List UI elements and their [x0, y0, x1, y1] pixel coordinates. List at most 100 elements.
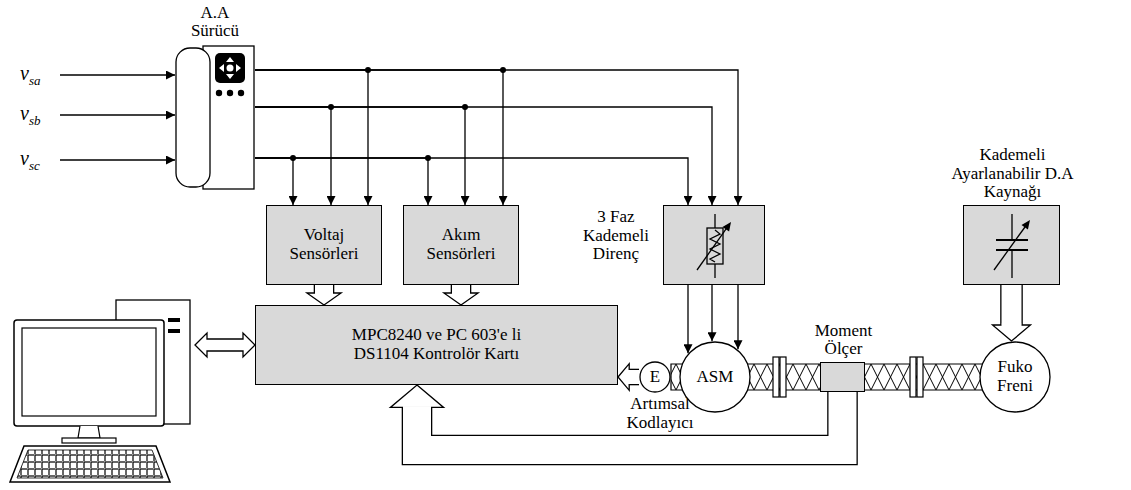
- block-arrow: [315, 285, 333, 293]
- block-arrow-head: [628, 370, 631, 384]
- block-arrow-head: [390, 385, 443, 407]
- block-arrow-head: [452, 292, 470, 295]
- computer-icon: [22, 328, 156, 416]
- drive-symbol: [227, 90, 233, 96]
- wire: [255, 107, 465, 205]
- dc-source-box: Kademeli Ayarlanabilir D.A Kaynağı: [963, 205, 1060, 285]
- computer-icon: [10, 300, 190, 482]
- torque-meter: Moment Ölçer: [820, 362, 865, 392]
- computer-icon: [10, 446, 170, 482]
- junction-dot: [500, 67, 506, 73]
- wire: [687, 285, 688, 353]
- node-caption: 3 Faz Kademeli Direnç: [576, 208, 656, 264]
- circle-outline: [680, 342, 750, 412]
- dc-symbol: [1022, 220, 1031, 230]
- block-arrow: [314, 285, 335, 293]
- res-symbol: [697, 214, 727, 278]
- supply-input-arrows: [60, 75, 175, 160]
- res-symbol: [710, 230, 720, 262]
- block-arrow: [452, 285, 470, 293]
- drive-symbol: [176, 48, 210, 187]
- block-arrow: [629, 369, 639, 386]
- node-label: MPC8240 ve PC 603'e li DS1104 Kontrolör …: [324, 326, 549, 363]
- block-arrow: [1002, 285, 1022, 325]
- circle-outline: [980, 342, 1050, 412]
- drive-symbol: [175, 45, 255, 190]
- block-arrow-head: [1002, 324, 1022, 327]
- block-arrow-head: [444, 293, 478, 305]
- res-symbol: [714, 214, 715, 228]
- computer-icon: [62, 438, 116, 443]
- current-sensor-box: Akım Sensörleri: [403, 205, 519, 285]
- signal-connector: [255, 70, 738, 205]
- block-arrow-head: [307, 293, 341, 305]
- dc-symbol: [1011, 214, 1012, 240]
- ac-drive: A.A Sürücü: [175, 45, 255, 190]
- node-label: Voltaj Sensörleri: [274, 226, 374, 263]
- res-symbol: [723, 222, 732, 232]
- signal-connector: [444, 285, 478, 305]
- circle-outline: [640, 362, 670, 392]
- junction-dot: [425, 155, 431, 161]
- shaft-coupling: [780, 357, 786, 397]
- block-arrow-head: [315, 292, 333, 295]
- wire: [255, 158, 688, 205]
- block-arrow: [451, 285, 472, 293]
- signal-connector: [255, 67, 506, 205]
- computer-icon: [168, 329, 180, 333]
- signal-connector: [255, 67, 371, 205]
- wire: [711, 285, 712, 341]
- dc-symbol: [1011, 250, 1012, 278]
- shaft-coupling: [773, 357, 779, 397]
- signal-connector: [993, 285, 1031, 341]
- wire: [255, 158, 293, 205]
- signal-connector: [307, 285, 341, 305]
- wire: [255, 107, 712, 205]
- connectors: [255, 67, 1031, 450]
- drive-symbol: [238, 90, 244, 96]
- dc-symbol: [994, 227, 1025, 270]
- node-label: ASM: [685, 368, 745, 387]
- signal-name: vsc: [20, 148, 40, 172]
- node-label: E: [645, 368, 665, 387]
- node-label: Akım Sensörleri: [411, 226, 511, 263]
- node-caption: Kademeli Ayarlanabilir D.A Kaynağı: [945, 146, 1080, 202]
- drive-symbol: [219, 57, 241, 79]
- block-arrow: [629, 370, 639, 384]
- signal-name: vsb: [20, 103, 40, 127]
- node-caption: Moment Ölçer: [809, 322, 879, 359]
- wire: [255, 70, 738, 205]
- res-symbol: [714, 264, 715, 278]
- block-arrow: [417, 392, 843, 450]
- shaft-coupling: [910, 357, 916, 397]
- controller-board: MPC8240 ve PC 603'e li DS1104 Kontrolör …: [255, 305, 618, 385]
- drive-symbol: [216, 90, 222, 96]
- wire: [255, 70, 368, 205]
- supply-input-arrows: [60, 74, 175, 75]
- signal-connector: [618, 364, 639, 391]
- computer-icon: [78, 426, 100, 438]
- wire: [255, 158, 428, 205]
- junction-dot: [462, 104, 468, 110]
- signal-name: vsa: [20, 63, 40, 87]
- dc-symbol: [994, 214, 1028, 278]
- motor-circle: ASM: [679, 341, 751, 413]
- block-arrow: [1000, 285, 1023, 325]
- wire: [255, 107, 331, 205]
- shaft-coupling: [917, 357, 923, 397]
- supply-input-arrows: [60, 159, 175, 160]
- res-symbol: [664, 206, 766, 286]
- resistor-box: 3 Faz Kademeli Direnç: [663, 205, 765, 285]
- pc-link-arrow: [195, 333, 255, 357]
- drive-symbol: [227, 65, 234, 72]
- dc-symbol: [996, 239, 1028, 241]
- voltage-sensor-box: Voltaj Sensörleri: [266, 205, 382, 285]
- encoder-circle: EArtımsal Kodlayıcı: [639, 361, 671, 393]
- pc-link-arrow: [195, 333, 255, 357]
- block-arrow-head: [993, 325, 1031, 341]
- drive-symbol: [215, 53, 245, 83]
- res-symbol: [697, 228, 727, 270]
- block-arrow-head: [618, 364, 629, 391]
